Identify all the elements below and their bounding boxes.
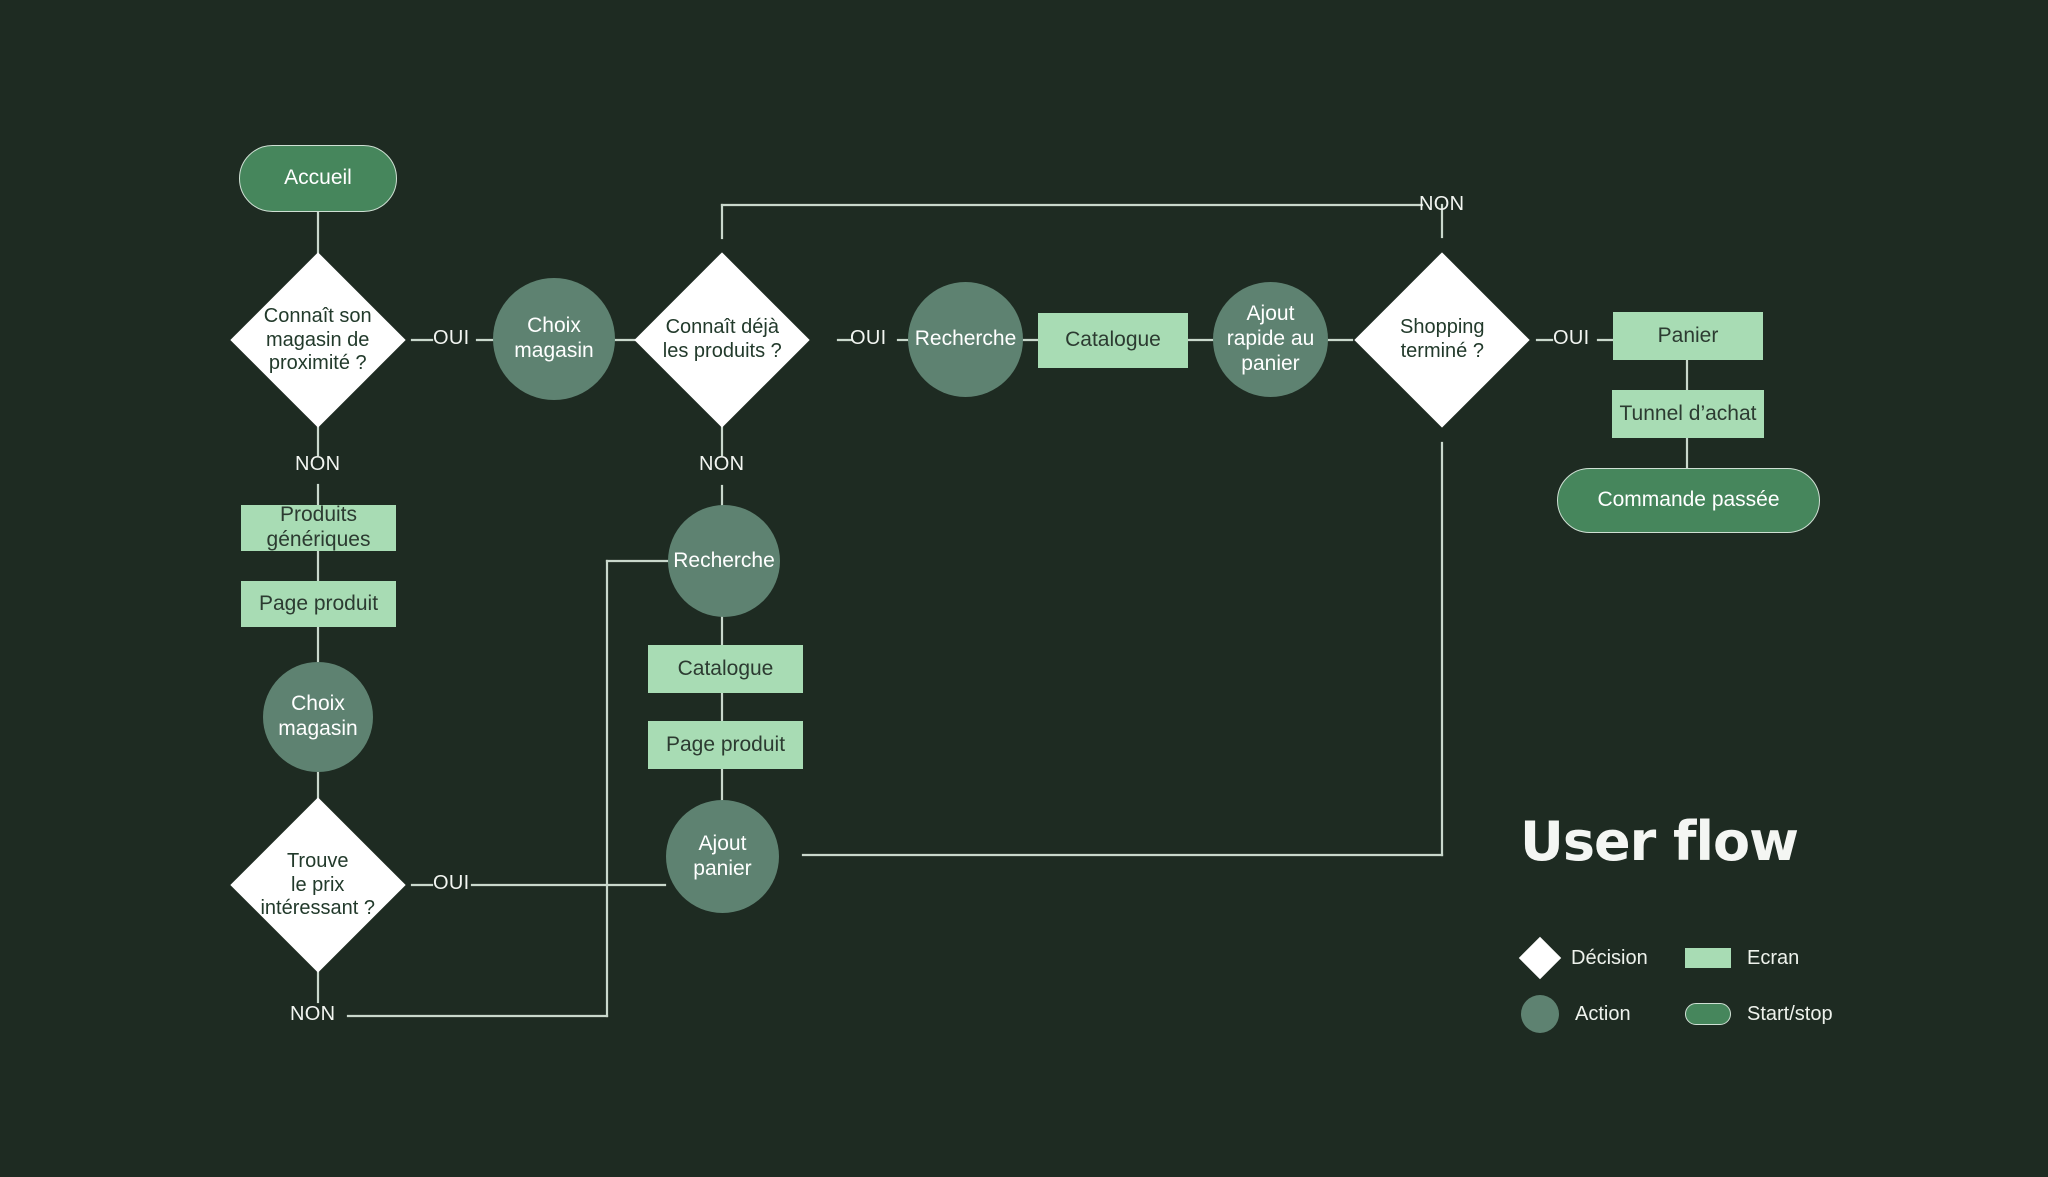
legend-item-startstop-label: Start/stop <box>1747 1002 1833 1025</box>
legend-item-action: Action <box>1520 995 1685 1033</box>
page-title: User flow <box>1520 810 1799 873</box>
node-recherche-top-label: Recherche <box>914 327 1017 351</box>
screen-shape-icon <box>1685 948 1731 968</box>
node-decision-magasin-proximite[interactable]: Connaît son magasin de proximité ? <box>230 252 406 428</box>
node-ajout-rapide-panier[interactable]: Ajout rapide au panier <box>1213 282 1328 397</box>
node-ajout-panier[interactable]: Ajout panier <box>666 800 779 913</box>
legend-row-1: Décision Ecran <box>1518 930 1880 986</box>
node-catalogue-mid[interactable]: Catalogue <box>648 645 803 693</box>
edge-label-d1-oui: OUI <box>433 327 470 349</box>
node-decision-prix-interessant-label: Trouve le prix intéressant ? <box>260 849 376 919</box>
edge-label-d1-non: NON <box>295 453 341 475</box>
node-commande-passee-label: Commande passée <box>1597 488 1780 512</box>
node-ajout-rapide-panier-label: Ajout rapide au panier <box>1226 302 1315 375</box>
node-decision-prix-interessant[interactable]: Trouve le prix intéressant ? <box>230 797 406 973</box>
legend-item-screen: Ecran <box>1685 947 1850 970</box>
node-commande-passee[interactable]: Commande passée <box>1557 468 1820 533</box>
node-ajout-panier-label: Ajout panier <box>693 831 752 880</box>
node-recherche-top[interactable]: Recherche <box>908 282 1023 397</box>
node-accueil-label: Accueil <box>284 166 352 190</box>
startstop-shape-icon <box>1685 1003 1731 1025</box>
edge-label-d4-non: NON <box>290 1003 336 1025</box>
edge-label-d3-oui: OUI <box>1553 327 1590 349</box>
node-produits-generiques[interactable]: Produits génériques <box>241 503 396 551</box>
legend-item-decision: Décision <box>1518 936 1685 980</box>
title-block: User flow <box>1520 810 1799 873</box>
decision-shape-icon <box>1518 936 1562 980</box>
action-shape-icon <box>1521 995 1559 1033</box>
node-recherche-mid-label: Recherche <box>673 548 775 572</box>
node-decision-shopping-termine-label: Shopping terminé ? <box>1399 316 1485 362</box>
node-decision-connait-produits[interactable]: Connaît déjà les produits ? <box>634 252 810 428</box>
node-accueil[interactable]: Accueil <box>239 145 397 212</box>
node-recherche-mid[interactable]: Recherche <box>668 505 780 617</box>
node-choix-magasin-2[interactable]: Choix magasin <box>263 662 373 772</box>
node-tunnel-achat[interactable]: Tunnel d’achat <box>1612 390 1764 438</box>
node-page-produit-mid[interactable]: Page produit <box>648 721 803 769</box>
node-choix-magasin-1[interactable]: Choix magasin <box>493 278 615 400</box>
node-produits-generiques-label: Produits génériques <box>266 503 371 551</box>
legend-item-startstop: Start/stop <box>1685 1003 1850 1026</box>
edge-label-d2-oui: OUI <box>850 327 887 349</box>
node-decision-magasin-proximite-label: Connaît son magasin de proximité ? <box>264 304 372 374</box>
legend-item-decision-label: Décision <box>1571 946 1648 969</box>
node-tunnel-achat-label: Tunnel d’achat <box>1619 401 1757 425</box>
node-panier-label: Panier <box>1657 323 1719 347</box>
edge-label-d3-non: NON <box>1419 193 1465 215</box>
legend-row-2: Action Start/stop <box>1520 986 1880 1042</box>
node-choix-magasin-1-label: Choix magasin <box>514 314 594 362</box>
node-decision-shopping-termine[interactable]: Shopping terminé ? <box>1354 252 1530 428</box>
node-catalogue-top-label: Catalogue <box>1065 328 1161 352</box>
node-choix-magasin-2-label: Choix magasin <box>278 692 358 740</box>
node-catalogue-mid-label: Catalogue <box>677 656 774 680</box>
legend-item-action-label: Action <box>1575 1002 1631 1025</box>
edge-label-d4-oui: OUI <box>433 872 470 894</box>
legend-item-screen-label: Ecran <box>1747 946 1800 969</box>
legend: Décision Ecran Action Start/stop <box>1518 930 1880 1042</box>
node-decision-connait-produits-label: Connaît déjà les produits ? <box>662 316 782 362</box>
node-panier[interactable]: Panier <box>1613 312 1763 360</box>
edge-label-d2-non: NON <box>699 453 745 475</box>
node-page-produit-left[interactable]: Page produit <box>241 581 396 627</box>
node-catalogue-top[interactable]: Catalogue <box>1038 313 1188 368</box>
node-page-produit-mid-label: Page produit <box>665 732 786 756</box>
node-page-produit-left-label: Page produit <box>258 591 379 615</box>
